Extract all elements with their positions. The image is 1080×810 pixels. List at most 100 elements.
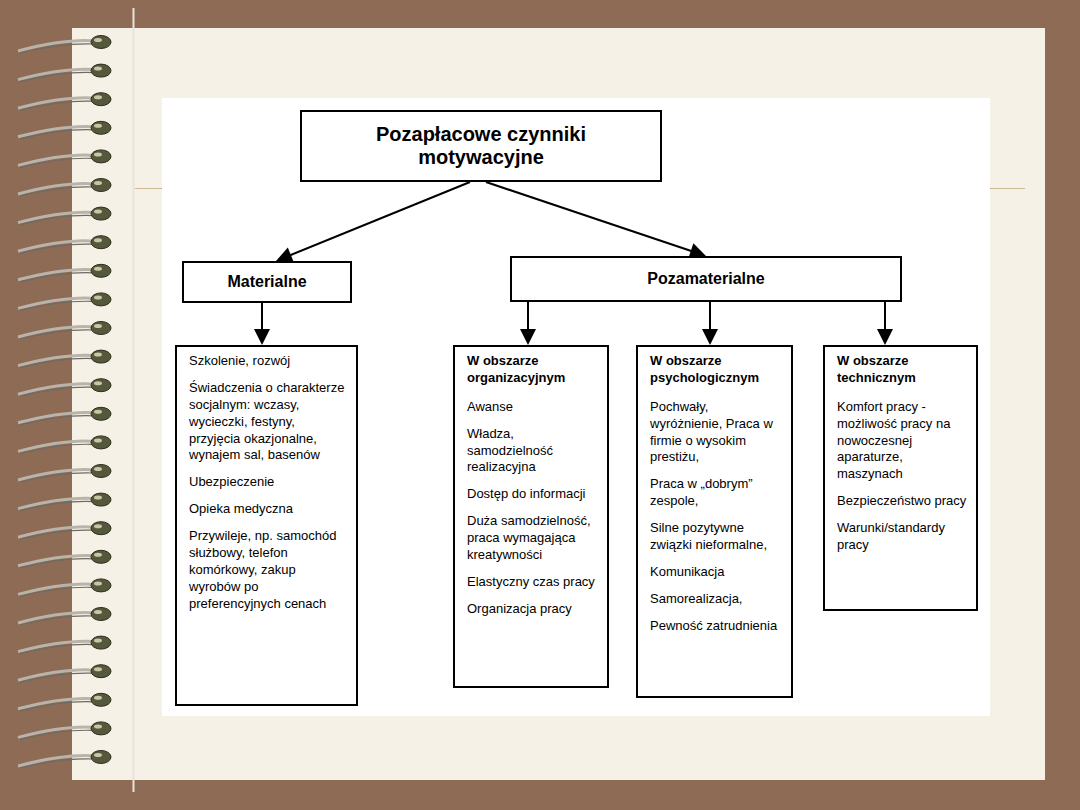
ring-shadow [20,530,93,539]
factor-item: Silne pozytywne związki nieformalne, [650,520,783,554]
factor-item: Opieka medyczna [189,501,348,518]
ring-shadow [20,473,93,482]
ring-hole [91,550,111,563]
ring-hole [91,121,111,134]
factor-item: Awanse [467,399,599,416]
factor-list-box: W obszarze organizacyjnymAwanseWładza, s… [453,345,609,688]
connector-line [289,182,470,256]
margin-line [133,8,135,792]
connector-line [261,303,263,331]
area-heading: W obszarze technicznym [837,353,968,387]
ring-highlight [94,724,102,728]
ring-highlight [94,381,102,385]
spiral-binding [18,36,111,769]
factor-item: Pochwały, wyróżnienie, Praca w firmie o … [650,399,783,467]
ring-hole [91,407,111,420]
ring-highlight [94,295,102,299]
ring-hole [91,350,111,363]
ring-shadow [20,215,93,224]
ring-highlight [94,696,102,700]
arrow-head [702,329,718,345]
ring-highlight [94,438,102,442]
ring-hole [91,751,111,764]
ring-shadow [20,158,93,167]
connector-arrow [520,302,536,345]
ring-hole [91,207,111,220]
box-label: Materialne [227,273,306,291]
ring-highlight [94,152,102,156]
ring-highlight [94,124,102,128]
ring-highlight [94,67,102,71]
ring-hole [91,465,111,478]
diagram-panel [162,98,990,716]
ring-hole [91,150,111,163]
ring-hole [91,436,111,449]
ring-shadow [20,273,93,282]
ring-shadow [20,416,93,425]
ring-highlight [94,496,102,500]
factor-item: Pewność zatrudnienia [650,618,783,635]
factor-item: Przywileje, np. samochód służbowy, telef… [189,528,348,612]
ring-highlight [94,467,102,471]
ring-hole [91,493,111,506]
connector-arrow [877,302,893,345]
ring-highlight [94,95,102,99]
ring-shadow [20,501,93,510]
ring-shadow [20,587,93,596]
factor-item: Władza, samodzielność realizacyjna [467,426,599,477]
factor-item: Szkolenie, rozwój [189,353,348,370]
box-label: Pozamaterialne [647,270,764,288]
ring-shadow [20,559,93,568]
ring-hole [91,379,111,392]
ring-hole [91,236,111,249]
title-box: Pozapłacowe czynniki motywacyjne [300,110,662,182]
factor-item: Świadczenia o charakterze socjalnym: wcz… [189,380,348,464]
connector-arrow [276,182,470,262]
ring-shadow [20,702,93,711]
ring-shadow [20,301,93,310]
connector-arrow [702,302,718,345]
ring-highlight [94,181,102,185]
connector-line [527,302,529,331]
ring-highlight [94,524,102,528]
area-heading: W obszarze psychologicznym [650,353,783,387]
ring-highlight [94,210,102,214]
ring-hole [91,293,111,306]
ring-shadow [20,244,93,253]
factor-item: Komunikacja [650,564,783,581]
arrow-head [520,329,536,345]
arrow-head [877,329,893,345]
factor-item: Ubezpieczenie [189,474,348,491]
ring-highlight [94,353,102,357]
connector-line [709,302,711,331]
ring-highlight [94,667,102,671]
ring-shadow [20,616,93,625]
factor-item: Komfort pracy - możliwość pracy na nowoc… [837,399,968,483]
factor-list-box: W obszarze psychologicznymPochwały, wyró… [636,345,793,698]
ring-shadow [20,130,93,139]
ring-highlight [94,639,102,643]
slide-page [72,28,1045,780]
ring-hole [91,522,111,535]
ring-highlight [94,410,102,414]
ring-highlight [94,553,102,557]
connector-arrow [486,182,706,258]
ring-hole [91,665,111,678]
ring-shadow [20,358,93,367]
arrow-head [254,329,270,345]
ring-shadow [20,387,93,396]
ring-hole [91,608,111,621]
factor-item: Dostęp do informacji [467,486,599,503]
category-box: Pozamaterialne [510,256,902,302]
factor-item: Elastyczny czas pracy [467,574,599,591]
ring-highlight [94,238,102,242]
factor-item: Samorealizacja, [650,591,783,608]
ring-hole [91,579,111,592]
connector-line [884,302,886,331]
factor-item: Organizacja pracy [467,601,599,618]
box-label: Pozapłacowe czynniki motywacyjne [312,123,650,169]
ring-hole [91,36,111,49]
ring-hole [91,322,111,335]
factor-item: Duża samodzielność, praca wymagająca kre… [467,513,599,564]
ring-hole [91,693,111,706]
